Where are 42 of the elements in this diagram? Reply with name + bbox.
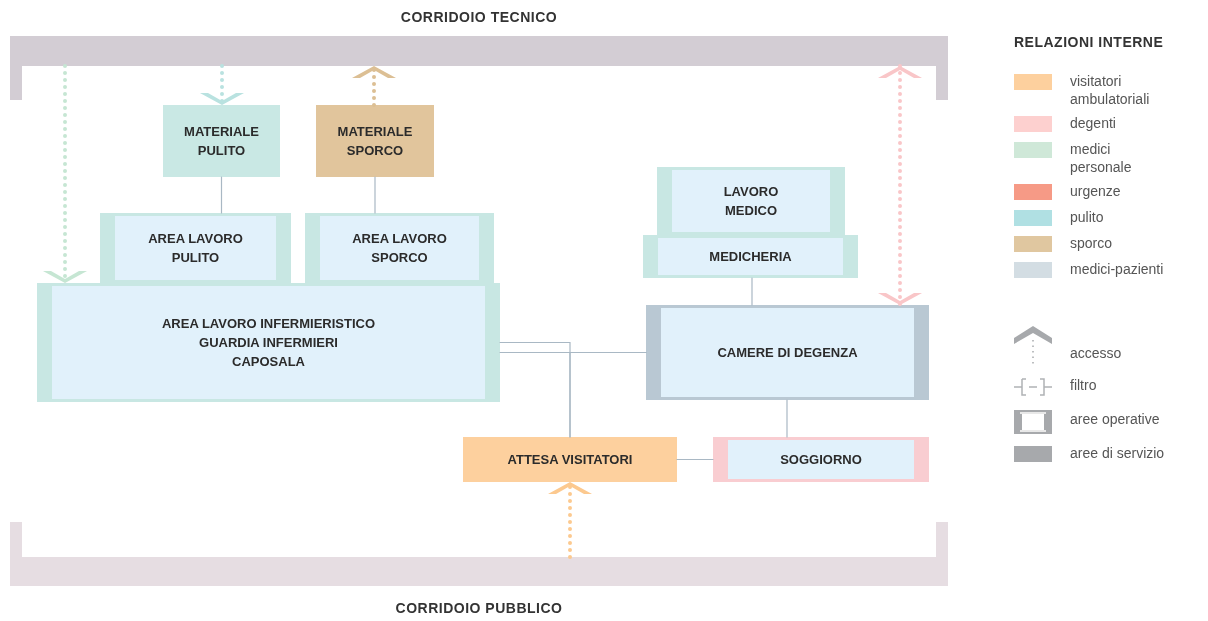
room-box	[713, 437, 929, 482]
legend-text: aree di servizio	[1070, 444, 1166, 462]
box-label: AREA LAVORO INFERMIERISTICO	[161, 315, 376, 333]
legend-text: sporco	[1070, 234, 1114, 252]
legend-text: aree operative	[1070, 410, 1161, 428]
room-box	[646, 305, 929, 400]
room-box	[37, 283, 500, 402]
connector-line	[786, 399, 788, 438]
connector-line	[220, 176, 223, 214]
box-label: LAVORO MEDICO	[722, 183, 780, 220]
room-box	[643, 235, 858, 278]
box-label: MATERIALE SPORCO	[336, 123, 414, 160]
box-label: AREA LAVORO PULITO	[147, 230, 244, 267]
box-label: SOGGIORNO	[780, 451, 862, 469]
room-box	[463, 437, 677, 482]
legend-text: urgenze	[1070, 182, 1122, 200]
room-box	[163, 105, 280, 177]
room-box	[305, 213, 494, 283]
box-label: ATTESA VISITATORI	[507, 451, 633, 469]
room-box	[100, 213, 291, 283]
legend-text: filtro	[1070, 376, 1098, 394]
legend-text: degenti	[1070, 114, 1117, 132]
box-label: AREA LAVORO SPORCO	[351, 230, 448, 267]
connector-line	[676, 458, 714, 461]
corridor-label: CORRIDOIO PUBBLICO	[395, 599, 563, 617]
box-label: MEDICHERIA	[709, 248, 792, 266]
legend-title: RELAZIONI INTERNE	[1014, 34, 1165, 50]
connector-line	[374, 176, 376, 214]
box-label: CAMERE DI DEGENZA	[717, 344, 858, 362]
legend-text: medici personale	[1070, 140, 1133, 176]
room-box	[657, 167, 845, 235]
box-label: MATERIALE PULITO	[183, 123, 260, 160]
room-box	[316, 105, 434, 177]
box-label: GUARDIA INFERMIERI	[199, 334, 338, 352]
legend-text: pulito	[1070, 208, 1105, 226]
connector-line	[751, 277, 753, 306]
corridor-label: CORRIDOIO TECNICO	[400, 8, 558, 26]
legend-text: medici-pazienti	[1070, 260, 1165, 278]
connector-line	[569, 351, 647, 438]
legend-text: accesso	[1070, 344, 1123, 362]
legend-text: visitatori ambulatoriali	[1070, 72, 1151, 108]
box-label: CAPOSALA	[232, 353, 305, 371]
